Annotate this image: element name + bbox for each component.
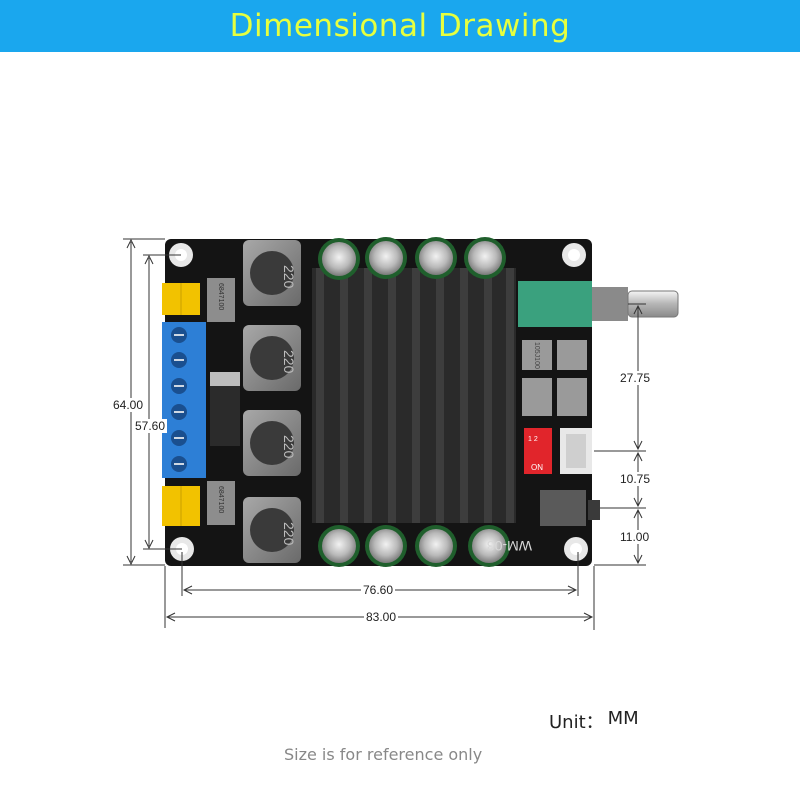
- chips-grey: 6847100 6847100: [207, 278, 235, 525]
- dim-width-total: 83.00: [364, 610, 399, 624]
- unit-value: MM: [607, 708, 639, 729]
- unit-prefix: Unit：: [549, 712, 604, 733]
- inductor-marking-3: 220: [281, 435, 297, 459]
- capacitors-bottom: [318, 525, 510, 567]
- capacitors-top: [318, 237, 506, 280]
- dim-height-total: 64.00: [111, 398, 146, 412]
- input-connector: [560, 428, 592, 474]
- unit-label: Unit： MM: [549, 708, 639, 734]
- mounting-hole-top-right: [562, 243, 586, 267]
- inductor-marking-4: 220: [281, 522, 297, 546]
- inductor-markings: 220 220 220 220: [281, 265, 297, 546]
- model-marking: WM-03: [487, 538, 532, 554]
- resistor-marking: 105J100: [533, 342, 540, 369]
- header-banner: Dimensional Drawing: [0, 0, 800, 52]
- inductors: [243, 240, 301, 563]
- terminal-block: [162, 322, 206, 478]
- heatsink: [312, 268, 516, 523]
- dim-port-from-bottom: 11.00: [618, 530, 652, 544]
- page-title: Dimensional Drawing: [229, 8, 571, 44]
- slide-switches: [540, 490, 600, 526]
- dip-switch-numbers: 1 2: [528, 436, 538, 443]
- dip-switch-on: ON: [531, 463, 543, 472]
- dim-knob-from-center: 27.75: [618, 371, 653, 385]
- potentiometer: [518, 281, 678, 327]
- inductor-marking-1: 220: [281, 265, 297, 289]
- film-capacitors: 105J100: [522, 340, 587, 416]
- dip-switch[interactable]: 1 2 ON: [524, 428, 552, 474]
- yellow-jumpers: [162, 283, 200, 526]
- mounting-hole-bottom-right: [564, 537, 588, 561]
- inductor-marking-2: 220: [281, 350, 297, 374]
- chip-marking-top: 6847100: [217, 283, 224, 310]
- dim-hole-pitch-horizontal: 76.60: [361, 583, 396, 597]
- reference-note: Size is for reference only: [284, 745, 483, 764]
- dim-port-spacing: 10.75: [618, 472, 653, 486]
- regulator: [210, 372, 240, 446]
- dim-hole-pitch-vertical: 57.60: [133, 419, 168, 433]
- chip-marking-bottom: 6847100: [217, 486, 224, 513]
